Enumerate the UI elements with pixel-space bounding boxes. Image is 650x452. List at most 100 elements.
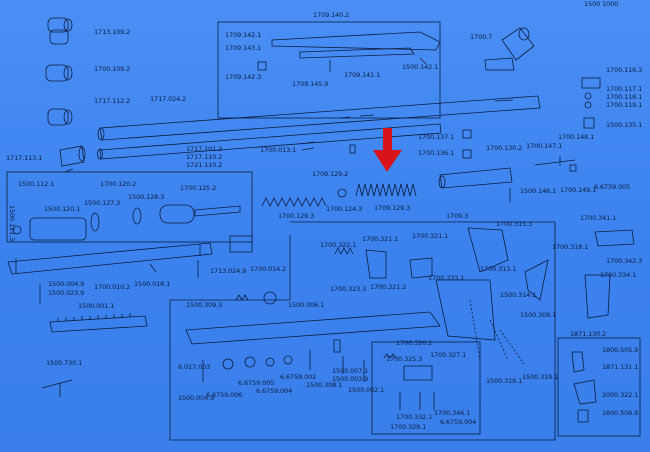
- label-1500120: 1500.120.1: [44, 205, 81, 213]
- seal-1500121: [12, 225, 22, 235]
- screw-1709143: [257, 61, 267, 71]
- label-1700323: 1700.323.3: [330, 285, 367, 293]
- mainspring-1709129-3: [355, 183, 417, 197]
- label-1500135: 1500.135.1: [606, 121, 643, 129]
- spring-1700323: [334, 247, 354, 255]
- label-1500018: 1500.018.1: [134, 280, 171, 288]
- label-1700333: 1700.333.1: [428, 274, 465, 282]
- label-6759002: 6.6759.002: [280, 373, 317, 381]
- label-1700341: 1700.341.1: [580, 214, 617, 222]
- part-1700327: [403, 365, 433, 381]
- label-1500314: 1500.314.1: [500, 291, 537, 299]
- label-1500023: 1500.023.9: [48, 289, 85, 297]
- part-1700341: [594, 229, 635, 247]
- label-1700116: 1700.116.3: [606, 66, 643, 74]
- tool-1500730: [41, 379, 73, 397]
- label-1717110: 1717.110.2: [186, 153, 223, 161]
- guide-1700125: [159, 204, 195, 224]
- label-1700321: 1700.321.1: [362, 235, 399, 243]
- label-1700149: 1700.149.1: [560, 186, 597, 194]
- label-1713109: 1713.109.2: [94, 28, 131, 36]
- label-1717024: 1717.024.2: [150, 95, 187, 103]
- label-1500308-b: 1500.308.1: [306, 381, 343, 389]
- leader-lines: [469, 299, 525, 365]
- highlight-arrow: [373, 128, 402, 172]
- label-1700109: 1700.109.2: [94, 65, 131, 73]
- spring-1500309: [235, 294, 249, 301]
- pin-1500142: [419, 57, 427, 65]
- cylinder-1700130: [438, 167, 513, 189]
- label-1700321-2: 1700.321.2: [370, 283, 407, 291]
- label-1700147: 1700.147.1: [526, 142, 563, 150]
- label-1700014: 1700.014.2: [250, 265, 287, 273]
- trigger-housing-1700333: [435, 279, 496, 341]
- rear-sight-1700-7: [484, 27, 535, 71]
- label-1500003: 1500.003.9: [332, 375, 369, 383]
- label-1700334: 1700.334.1: [600, 271, 637, 279]
- label-1721110: 1721.110.2: [186, 161, 223, 169]
- subassembly-box-1700120: [6, 171, 253, 243]
- barrel-tube-1717024: [97, 95, 541, 141]
- label-1700346: 1700.346.1: [434, 409, 471, 417]
- part-1871131: [571, 351, 585, 373]
- label-1700137: 1700.137.1: [418, 133, 455, 141]
- label-1700-7: 1700.7: [470, 33, 493, 41]
- label-1500142: 1500.142.1: [402, 63, 439, 71]
- part-1700116: [581, 77, 601, 89]
- label-1700318: 1700.318.1: [552, 243, 589, 251]
- label-1500002: 1500.002.1: [348, 386, 385, 394]
- label-1700342: 1700.342.3: [606, 257, 643, 265]
- label-1709-3: 1709.3: [446, 212, 469, 220]
- label-1800506: 1800.506.9: [602, 409, 639, 417]
- label-1871130: 1871.130.2: [570, 330, 607, 338]
- label-1717113: 1717.113.1: [6, 154, 43, 162]
- label-6759004: 6.6759.004: [256, 387, 293, 395]
- ring-1500127: [90, 212, 100, 232]
- lever-1700321: [365, 249, 387, 279]
- label-1700119: 1700.119.1: [606, 101, 643, 109]
- washer-1700118: [584, 101, 592, 109]
- pin-1500018: [149, 263, 157, 273]
- label-1709140: 1709.140.2: [313, 11, 350, 19]
- label-1700117: 1700.117.1: [606, 85, 643, 93]
- receiver-1700010: [7, 242, 213, 275]
- label-1717112: 1717.112.2: [94, 97, 131, 105]
- clip-6759006: [222, 358, 234, 370]
- receiver-detail: [15, 244, 201, 274]
- label-6759006: 6.6759.006: [206, 391, 243, 399]
- label-1709129-3: 1709.129.3: [374, 204, 411, 212]
- front-sight-part-1700109: [45, 64, 73, 82]
- label-1709141: 1709.141.1: [344, 71, 381, 79]
- label-1700125: 1700.125.2: [180, 184, 217, 192]
- label-1700010: 1700.010.2: [94, 283, 131, 291]
- front-sight-part-1717112: [47, 108, 73, 126]
- screw-1500135: [583, 117, 595, 129]
- part-1700334: [584, 274, 611, 319]
- label-1500127: 1500.127.3: [84, 199, 121, 207]
- washer-1700117: [584, 92, 592, 100]
- part-1700318: [524, 259, 549, 301]
- clip-6759002: [283, 355, 293, 365]
- label-1700124: 1700.124.3: [326, 205, 363, 213]
- label-1700322: 1700.322.1: [320, 241, 357, 249]
- label-1700325: 1700.325.3: [386, 355, 423, 363]
- header-code: 1500 1000: [584, 0, 619, 8]
- barrel-tube-1717101: [97, 123, 442, 160]
- label-1500128: 1500.128.3: [128, 193, 165, 201]
- part-1700147: [534, 156, 576, 166]
- label-1500146: 1500.146.1: [520, 187, 557, 195]
- label-1500004-b: 1500.004.9: [178, 394, 215, 402]
- label-1709145: 1709.145.9: [292, 80, 329, 88]
- label-6017003: 6.017.003: [178, 363, 211, 371]
- part-1700313: [467, 227, 509, 273]
- label-1700013: 1700.013.1: [260, 146, 297, 154]
- front-sight-part-1713109: [47, 17, 73, 45]
- label-1700118: 1700.118.1: [606, 93, 643, 101]
- label-1700129: 1700.129.3: [278, 212, 315, 220]
- label-1709143: 1709.143.1: [225, 44, 262, 52]
- label-1500004: 1500.004.9: [48, 280, 85, 288]
- label-1709142-1: 1709.142.1: [225, 31, 262, 39]
- pin-1500112: [64, 168, 74, 173]
- label-2000322: 2000.322.1: [602, 391, 639, 399]
